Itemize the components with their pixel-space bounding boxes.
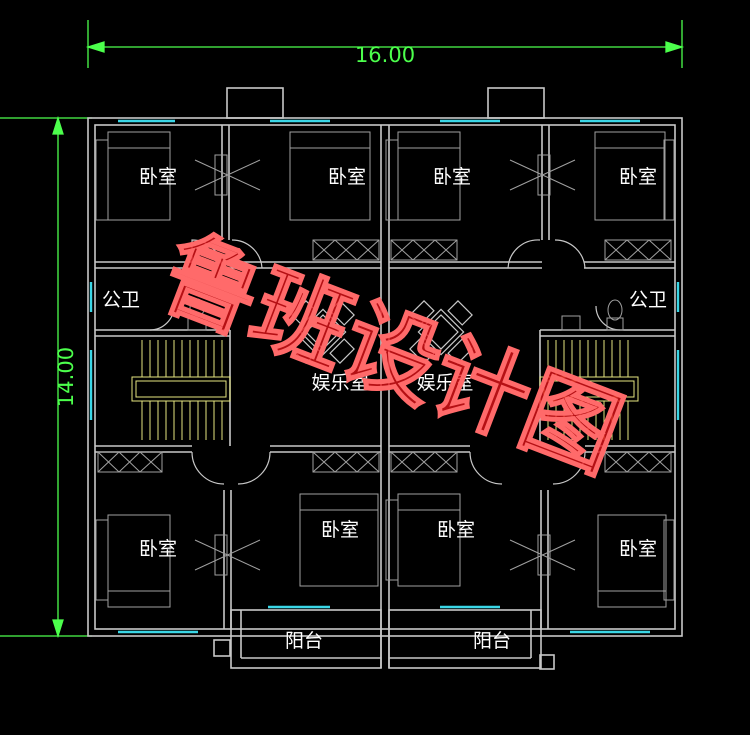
room-label-balcony: 阳台 — [473, 630, 511, 652]
room-label-balcony: 阳台 — [285, 630, 323, 652]
doors — [149, 239, 621, 485]
room-label-bedroom: 卧室 — [433, 166, 471, 188]
room-label-bedroom: 卧室 — [328, 166, 366, 188]
stairs-left — [131, 340, 231, 440]
height-dimension-label: 14.00 — [54, 347, 78, 407]
width-dimension-label: 16.00 — [355, 43, 415, 67]
game-tables — [291, 300, 473, 364]
room-label-bedroom: 卧室 — [437, 519, 475, 541]
room-label-entertainment: 娱乐室 — [416, 372, 473, 394]
room-label-bedroom: 卧室 — [139, 166, 177, 188]
room-label-toilet: 公卫 — [102, 289, 140, 311]
room-label-bedroom: 卧室 — [321, 519, 359, 541]
windows — [89, 119, 680, 634]
room-label-bedroom: 卧室 — [619, 538, 657, 560]
room-label-entertainment: 娱乐室 — [311, 372, 368, 394]
furniture — [95, 131, 675, 608]
stairs-right — [539, 340, 639, 440]
room-label-bedroom: 卧室 — [619, 166, 657, 188]
dimension-lines — [0, 20, 685, 639]
watermark: 鲁班设计图 — [148, 216, 636, 493]
room-label-bedroom: 卧室 — [139, 538, 177, 560]
room-label-toilet: 公卫 — [629, 289, 667, 311]
room-labels: 卧室 卧室 卧室 卧室 公卫 公卫 娱乐室 娱乐室 卧室 卧室 卧室 卧室 阳台… — [102, 166, 667, 652]
